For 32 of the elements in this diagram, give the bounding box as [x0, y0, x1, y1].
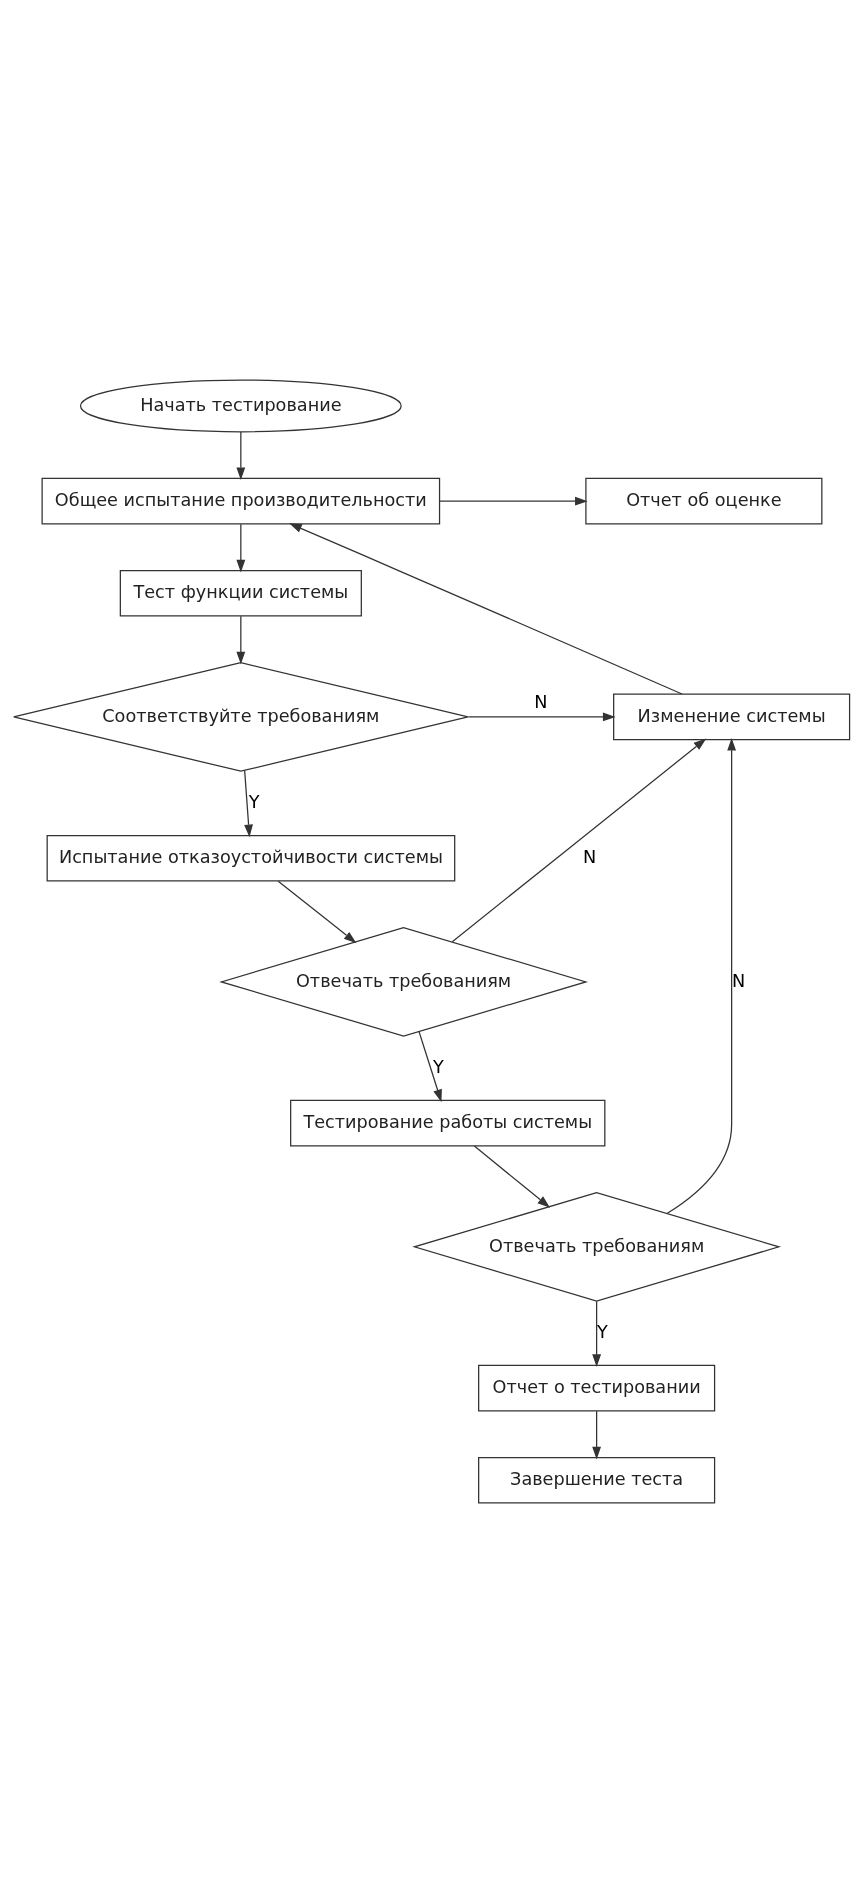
arrow [236, 523, 246, 572]
arrow [666, 737, 737, 1214]
arrow [473, 1144, 551, 1208]
arrow [467, 712, 616, 721]
arrow [418, 1030, 442, 1102]
edge-label: Y [596, 1321, 608, 1342]
node-diamond: Отвечать требованиям [412, 1191, 782, 1302]
node-box: Завершение теста [478, 1456, 716, 1504]
node-box: Тестирование работы системы [290, 1099, 606, 1147]
arrow [236, 615, 246, 664]
edge-label: N [731, 970, 746, 991]
edge-label: N [583, 846, 597, 867]
node-ellipse: Начать тестирование [79, 378, 402, 432]
node-box: Общее испытание производительности [41, 477, 441, 524]
node-box: Тест функции системы [119, 569, 362, 617]
node-box: Изменение системы [613, 693, 851, 740]
node-diamond: Отвечать требованиям [219, 926, 589, 1037]
node-box: Отчет о тестировании [478, 1364, 716, 1411]
arrow [451, 737, 707, 942]
edge-label: Y [432, 1056, 444, 1077]
node-box: Отчет об оценке [585, 477, 823, 524]
node-box: Испытание отказоустойчивости системы [46, 834, 456, 882]
arrow [277, 880, 357, 943]
arrow [244, 769, 253, 837]
arrow [439, 496, 588, 506]
edge-label: Y [248, 791, 260, 812]
arrow [236, 430, 246, 480]
edge-label: N [534, 691, 548, 712]
arrow [592, 1300, 602, 1367]
node-diamond: Соответствуйте требованиям [13, 661, 469, 772]
arrow [289, 522, 683, 695]
arrow [592, 1409, 602, 1459]
